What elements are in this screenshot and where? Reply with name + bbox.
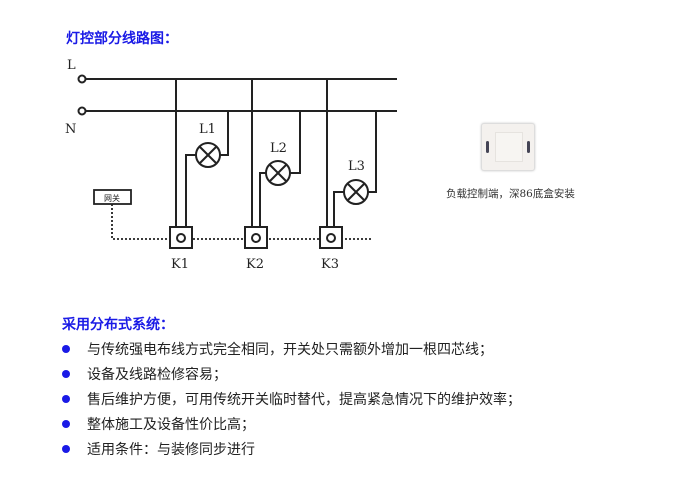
gateway-label: 网关 [104, 193, 120, 203]
switch-label-k1: K1 [171, 257, 189, 272]
lamp-l1-icon [195, 142, 221, 168]
lamp-symbols [195, 142, 369, 205]
feature-list: 与传统强电布线方式完全相同，开关处只需额外增加一根四芯线； 设备及线路检修容易；… [62, 336, 521, 461]
list-item: 设备及线路检修容易； [62, 361, 521, 386]
list-item: 售后维护方便，可用传统开关临时替代，提高紧急情况下的维护效率； [62, 386, 521, 411]
lamp-label-l2: L2 [270, 141, 287, 156]
switch-label-k2: K2 [246, 257, 264, 272]
load-controller-image [481, 123, 535, 171]
lamp-l2-icon [265, 160, 291, 186]
gateway-box [93, 189, 132, 205]
diagram-title: 灯控部分线路图： [66, 31, 178, 47]
live-terminal [77, 74, 87, 84]
list-item: 整体施工及设备性价比高； [62, 411, 521, 436]
lamp-label-l3: L3 [348, 159, 365, 174]
list-item: 适用条件：与装修同步进行 [62, 436, 521, 461]
wiring-diagram: L N L1 L2 L3 K1 K2 K3 网关 [65, 58, 397, 272]
list-item: 与传统强电布线方式完全相同，开关处只需额外增加一根四芯线； [62, 336, 521, 361]
switch-k1-icon [169, 226, 193, 249]
bullet-icon [62, 444, 70, 453]
neutral-terminal [77, 106, 87, 116]
bullet-icon [62, 394, 70, 403]
device-caption: 负载控制端，深86底盒安装 [446, 188, 575, 200]
neutral-label: N [65, 122, 76, 137]
lamp-label-l1: L1 [199, 122, 216, 137]
bullet-icon [62, 344, 70, 353]
bullet-icon [62, 369, 70, 378]
switch-k2-icon [244, 226, 268, 249]
system-title: 采用分布式系统： [62, 317, 174, 333]
bullet-icon [62, 419, 70, 428]
switch-label-k3: K3 [321, 257, 339, 272]
live-label: L [67, 58, 76, 73]
lamp-l3-icon [343, 179, 369, 205]
switch-k3-icon [319, 226, 343, 249]
